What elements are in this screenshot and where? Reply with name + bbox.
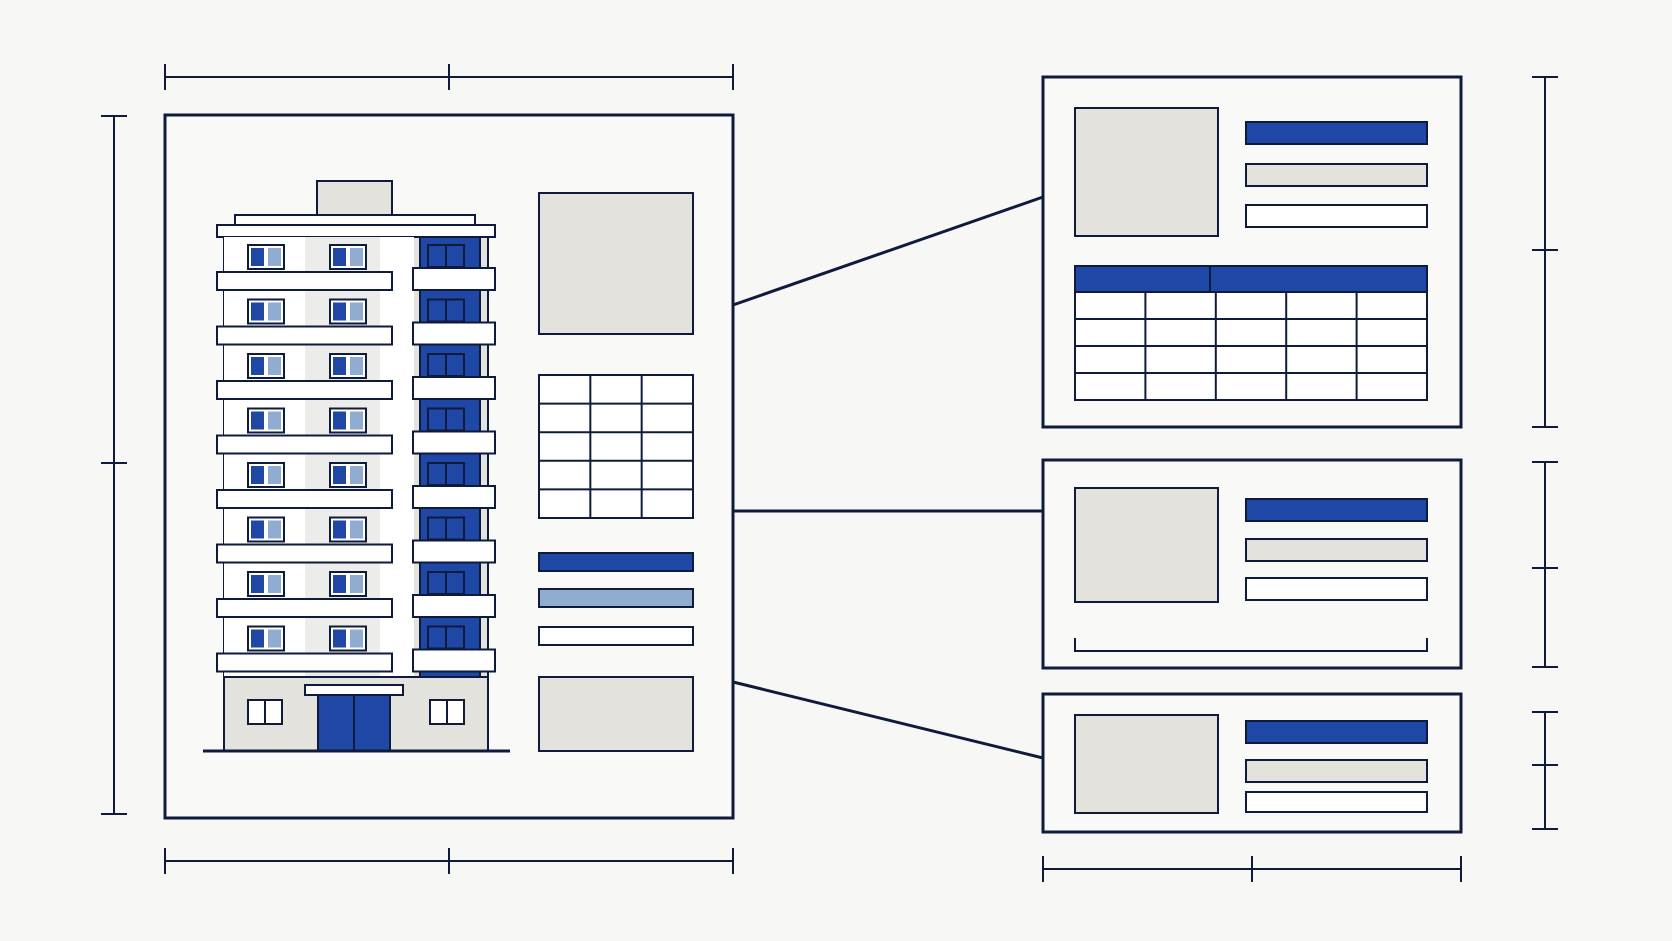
- dimension-lines: [101, 64, 1558, 882]
- window: [329, 298, 367, 325]
- balcony-slab: [412, 376, 496, 400]
- card-bottom-thumbnail: [1074, 714, 1219, 814]
- image-placeholder-top: [538, 192, 694, 335]
- floor: [216, 407, 496, 455]
- floor: [216, 353, 496, 400]
- window: [247, 625, 285, 652]
- connector-bottom: [732, 680, 1044, 760]
- window: [329, 462, 367, 488]
- window: [247, 407, 285, 434]
- balcony-window: [427, 298, 465, 323]
- roof-parapet: [234, 214, 476, 226]
- balcony-window: [427, 407, 465, 432]
- window: [247, 298, 285, 325]
- card-bottom-line-outline: [1245, 791, 1428, 813]
- detail-cards: [1041, 75, 1463, 834]
- card-bottom-line-accent: [1245, 720, 1428, 744]
- floor-slab: [216, 598, 393, 618]
- main-panel: [163, 113, 735, 820]
- balcony-slab: [412, 267, 496, 291]
- building-illustration: [203, 180, 510, 753]
- window: [329, 625, 367, 652]
- window: [329, 407, 367, 434]
- ground-window-left: [247, 699, 283, 725]
- floor-slab: [216, 652, 393, 673]
- window: [329, 353, 367, 379]
- card-middle-thumbnail: [1074, 487, 1219, 603]
- floor-slab: [216, 434, 393, 455]
- dimension-bottom-main: [164, 848, 734, 874]
- card-middle-line-accent: [1245, 498, 1428, 522]
- text-line-accent: [538, 552, 694, 572]
- roof-cornice: [216, 224, 496, 238]
- text-line-accent-light: [538, 588, 694, 608]
- balcony-window: [427, 462, 465, 486]
- balcony-window: [427, 625, 465, 650]
- card-top-line-accent: [1245, 121, 1428, 145]
- floor: [216, 298, 496, 346]
- card-top-thumbnail: [1074, 107, 1219, 237]
- card-top-line-gray: [1245, 163, 1428, 187]
- floors: [216, 244, 496, 673]
- card-top-line-outline: [1245, 204, 1428, 228]
- roof-unit: [316, 180, 393, 216]
- balcony-slab: [412, 594, 496, 618]
- balcony-slab: [412, 539, 496, 564]
- card-middle-line-gray: [1245, 538, 1428, 562]
- ground-window-right: [429, 699, 465, 725]
- window: [247, 516, 285, 543]
- card-middle-line-outline: [1245, 577, 1428, 601]
- detail-card-middle: [1041, 458, 1463, 670]
- connector-lines: [732, 195, 1044, 760]
- card-bottom-line-gray: [1245, 759, 1428, 783]
- window: [329, 571, 367, 597]
- detail-card-bottom: [1041, 692, 1463, 834]
- balcony-window: [427, 571, 465, 595]
- balcony-window: [427, 353, 465, 377]
- floor: [216, 571, 496, 618]
- image-placeholder-bottom: [538, 676, 694, 752]
- grid-table-frame: [538, 374, 694, 519]
- main-placeholders: [538, 192, 694, 752]
- window: [247, 244, 285, 270]
- balcony-slab: [412, 430, 496, 455]
- balcony-slab: [412, 485, 496, 509]
- balcony-window: [427, 244, 465, 268]
- dimension-left-main: [101, 115, 127, 815]
- floor-slab: [216, 325, 393, 346]
- text-line-outline: [538, 626, 694, 646]
- window: [247, 462, 285, 488]
- window: [329, 516, 367, 543]
- floor: [216, 244, 496, 291]
- floor: [216, 625, 496, 673]
- card-table-header: [1074, 265, 1428, 293]
- floor-slab: [216, 380, 393, 400]
- balcony-window: [427, 516, 465, 541]
- floor-slab: [216, 543, 393, 564]
- dimension-bottom-cards: [1042, 856, 1462, 882]
- entrance-canopy: [304, 684, 404, 696]
- window: [247, 353, 285, 379]
- card-middle-footer-bracket: [1074, 638, 1428, 652]
- floor-slab: [216, 489, 393, 509]
- connector-top: [732, 195, 1044, 307]
- window: [329, 244, 367, 270]
- card-top-table: [1074, 265, 1428, 401]
- grid-table: [538, 374, 694, 519]
- floor: [216, 462, 496, 509]
- floor-slab: [216, 271, 393, 291]
- floor: [216, 516, 496, 564]
- detail-card-top: [1041, 75, 1463, 429]
- window: [247, 571, 285, 597]
- balcony-slab: [412, 321, 496, 346]
- balcony-slab: [412, 648, 496, 673]
- dimension-top-main: [164, 64, 734, 90]
- dimension-right-cards: [1532, 76, 1558, 830]
